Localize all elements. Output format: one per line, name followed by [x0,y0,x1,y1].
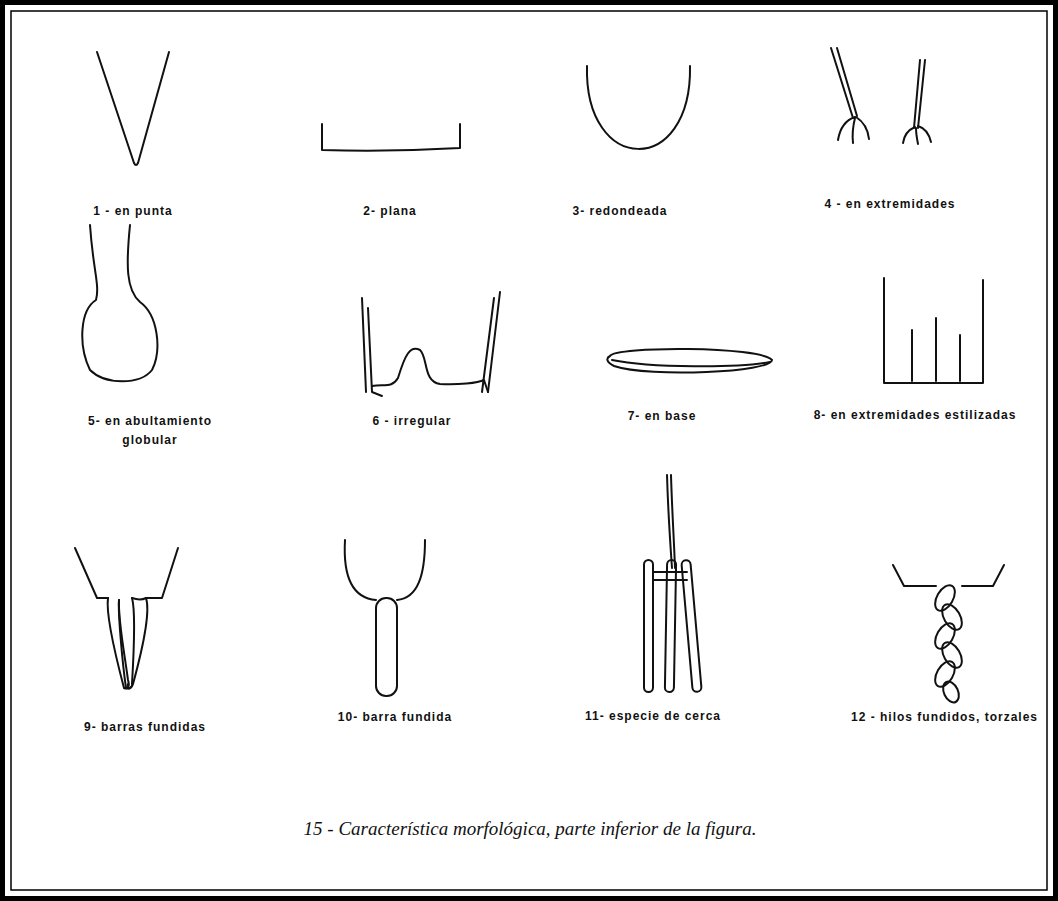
limb-ends [831,48,931,144]
globular-base [82,225,157,381]
inner-frame [11,11,1047,890]
outer-frame [3,3,1056,899]
pointed-label: 1 - en punta [93,202,172,221]
figure-caption: 15 - Característica morfológica, parte i… [304,818,757,840]
bar-label: 10- barra fundida [338,708,452,727]
disc-edge [612,360,770,366]
flat-label: 2- plana [363,202,416,221]
irregular-base [362,292,500,396]
fence-label: 11- especie de cerca [585,707,721,726]
pointed-base [97,52,169,165]
fence-shape [644,475,702,692]
limbs-label: 4 - en extremidades [824,195,955,214]
fused-bar [345,540,425,696]
flat-base [322,124,460,151]
stylized-label: 8- en extremidades estilizadas [813,406,1018,425]
strands-label: 12 - hilos fundidos, torzales [847,708,1042,727]
twisted-strands [893,565,1004,705]
rounded-label: 3- redondeada [572,202,667,221]
fused-bars [75,548,178,689]
bars-label: 9- barras fundidas [84,718,206,737]
globular-label: 5- en abultamiento globular [60,412,240,450]
disc-base [607,349,772,373]
stylized-limbs [884,278,983,383]
irregular-label: 6 - irregular [372,412,451,431]
base-label: 7- en base [628,407,697,426]
rounded-base [587,66,690,149]
